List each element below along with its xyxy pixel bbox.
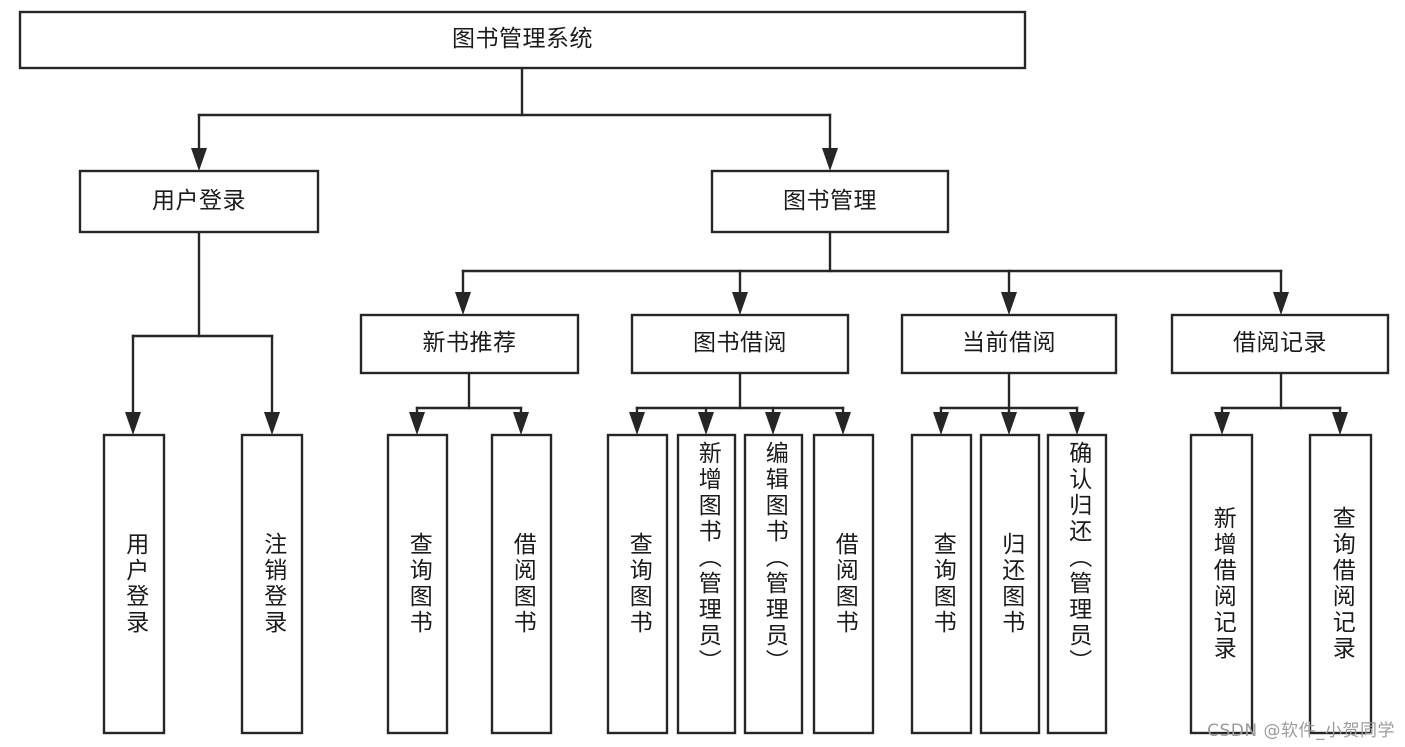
node-box-leaf-add-record[interactable] [1189, 433, 1254, 735]
node-box-leaf-user-login[interactable] [102, 433, 166, 735]
connector-root-to-level2 [191, 66, 838, 171]
node-box-new-book-rec[interactable] [359, 313, 580, 375]
connector-book-manage-to-level3 [455, 230, 1289, 315]
node-box-leaf-return-book[interactable] [979, 433, 1041, 735]
node-box-leaf-query-record[interactable] [1308, 433, 1373, 735]
node-box-root[interactable] [18, 10, 1027, 70]
node-box-leaf-borrow-book-1[interactable] [490, 433, 553, 735]
node-box-book-borrow[interactable] [630, 313, 850, 375]
watermark-text: CSDN @软件_小贺同学 [1207, 721, 1395, 741]
connector-new-book-rec-to-leaves [409, 371, 529, 435]
node-box-leaf-query-book-3[interactable] [910, 433, 973, 735]
node-box-leaf-confirm-return[interactable] [1046, 433, 1108, 735]
node-box-current-borrow[interactable] [900, 313, 1118, 375]
node-box-leaf-query-book-1[interactable] [386, 433, 449, 735]
node-box-leaf-add-book[interactable] [676, 433, 737, 735]
node-box-leaf-borrow-book-2[interactable] [812, 433, 875, 735]
node-box-borrow-record[interactable] [1170, 313, 1390, 375]
connector-borrow-record-to-leaves [1214, 371, 1348, 435]
node-box-leaf-edit-book[interactable] [743, 433, 804, 735]
node-box-leaf-logout[interactable] [240, 433, 304, 735]
connector-current-borrow-to-leaves [933, 371, 1085, 435]
node-box-leaf-query-book-2[interactable] [606, 433, 669, 735]
connector-book-borrow-to-leaves [629, 371, 851, 435]
node-box-book-manage[interactable] [710, 169, 950, 234]
node-box-user-login[interactable] [78, 169, 320, 234]
connector-user-login-to-leaves [125, 230, 280, 435]
